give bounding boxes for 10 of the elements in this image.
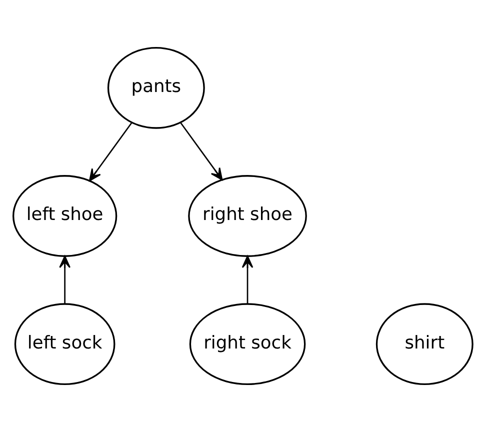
arrow: [58, 255, 70, 304]
node-ellipse: shirt: [375, 302, 473, 385]
node-ellipse: right shoe: [188, 174, 306, 256]
node-ellipse: left sock: [14, 302, 115, 385]
arrow: [241, 255, 253, 304]
node-ellipse: left shoe: [12, 174, 117, 256]
arrow: [180, 122, 222, 180]
node-ellipse: right sock: [188, 302, 306, 385]
node-ellipse: pants: [106, 46, 204, 128]
arrow: [88, 122, 132, 181]
